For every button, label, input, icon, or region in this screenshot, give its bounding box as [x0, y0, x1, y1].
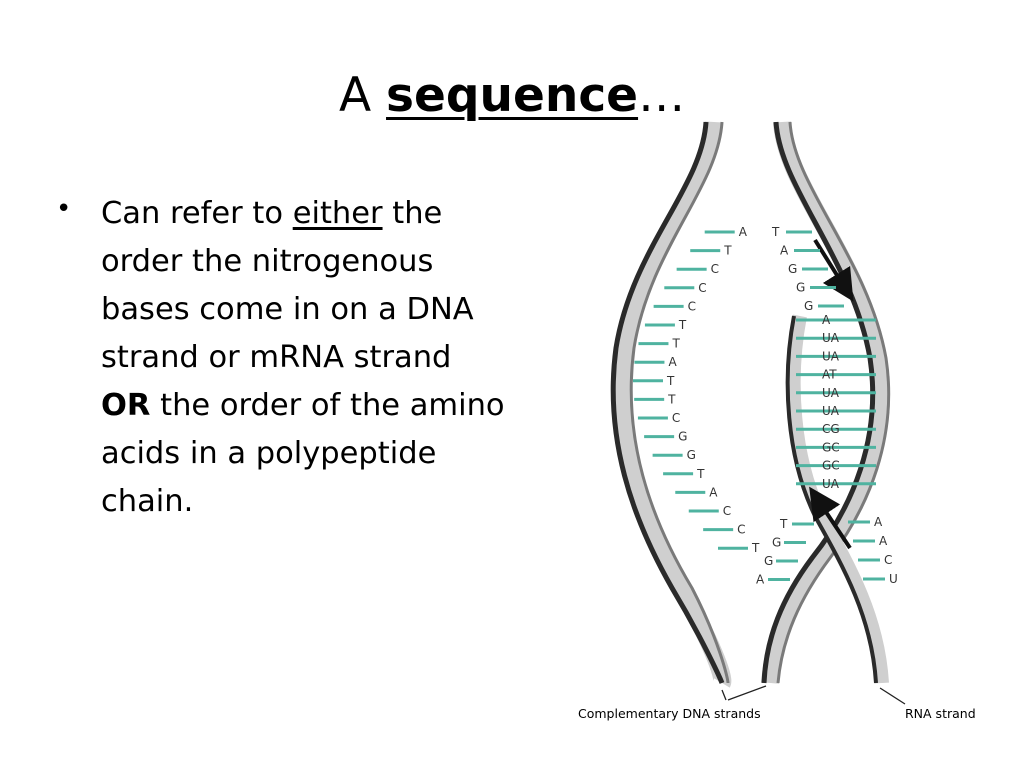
bullet-bold-word: OR — [101, 388, 151, 423]
right-lower-rna-base-letter: C — [884, 553, 892, 567]
bullet-part3: the order of the amino acids in a polype… — [101, 388, 505, 519]
left-base-letter: A — [739, 225, 748, 239]
left-base-letter: T — [696, 467, 705, 481]
left-base-letter: T — [666, 374, 675, 388]
right-lower-base-letter: T — [779, 517, 788, 531]
bullet-underlined-word: either — [292, 196, 383, 231]
bullet-dot-icon: • — [56, 194, 72, 224]
left-base-letter: T — [678, 318, 687, 332]
rna-pair-letter: UA — [822, 477, 840, 491]
rna-pair-letter: UA — [822, 386, 840, 400]
arrow-down-icon — [813, 238, 854, 302]
rna-pair-letter: AT — [822, 368, 837, 382]
rna-pair-letter: GC — [822, 440, 840, 454]
left-base-letter: T — [667, 392, 676, 406]
title-keyword: sequence — [386, 68, 639, 123]
right-lower-rna-base-letter: U — [889, 572, 898, 586]
rna-paired-bases: A UA UA AT UA UA CG GC GC UA — [796, 313, 876, 491]
left-base-letter: T — [751, 541, 760, 555]
bullet-item: • Can refer to either the order the nitr… — [56, 190, 506, 526]
left-base-letter: T — [671, 337, 680, 351]
left-base-letter: G — [678, 430, 687, 444]
right-top-base-letter: G — [796, 281, 805, 295]
title-prefix: A — [338, 68, 387, 123]
bullet-part1: Can refer to — [101, 196, 293, 231]
callout-lines — [721, 685, 906, 705]
right-lower-base-letter: G — [764, 554, 773, 568]
right-top-base-letter: T — [771, 225, 780, 239]
right-dna-strand — [761, 121, 891, 684]
left-base-letter: C — [711, 262, 719, 276]
right-top-base-letter: G — [804, 299, 813, 313]
right-top-base-letter: G — [788, 262, 797, 276]
left-base-letter: G — [687, 448, 696, 462]
rna-pair-letter: CG — [822, 422, 840, 436]
left-base-letter: C — [672, 411, 680, 425]
rna-pair-letter: UA — [822, 404, 840, 418]
left-base-letter: A — [709, 485, 718, 499]
rna-pair-letter: UA — [822, 349, 840, 363]
right-lower-rna-base-letter: A — [879, 534, 888, 548]
label-rna: RNA strand — [905, 706, 976, 721]
left-base-letter: C — [723, 504, 731, 518]
title-suffix: … — [638, 68, 686, 123]
rna-pair-letter: UA — [822, 331, 840, 345]
right-lower-base-letter: A — [756, 573, 765, 587]
rna-pair-letter: GC — [822, 459, 840, 473]
left-base-letter: C — [688, 299, 696, 313]
bullet-text: Can refer to either the order the nitrog… — [101, 190, 506, 526]
arrow-up-icon — [809, 486, 852, 550]
right-lower-rna-base-letter: A — [874, 515, 883, 529]
left-base-letter: C — [698, 281, 706, 295]
left-base-letter: T — [723, 244, 732, 258]
bullet-part2: the order the nitrogenous bases come in … — [101, 196, 474, 375]
left-dna-strand — [610, 121, 732, 688]
right-lower-base-letter: G — [772, 536, 781, 550]
left-base-letter: A — [668, 355, 677, 369]
left-base-letter: C — [737, 523, 745, 537]
label-dna: Complementary DNA strands — [578, 706, 761, 721]
right-top-base-letter: A — [780, 244, 789, 258]
rna-pair-letter: A — [822, 313, 831, 327]
slide-title: A sequence… — [0, 66, 1024, 126]
